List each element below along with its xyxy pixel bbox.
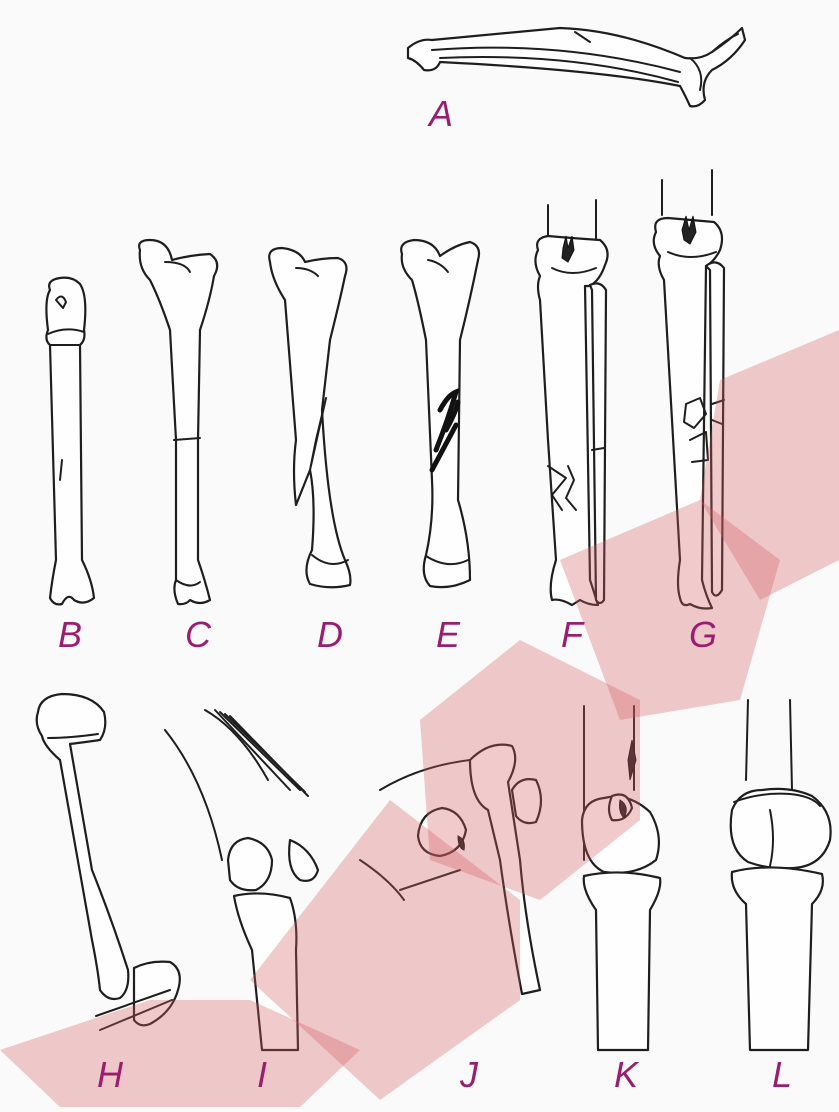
figure-l-knee bbox=[731, 700, 831, 1050]
label-j: J bbox=[439, 1057, 499, 1093]
figure-d-bone bbox=[269, 248, 350, 587]
label-l: L bbox=[752, 1057, 812, 1093]
figure-e-bone bbox=[401, 240, 479, 587]
figure-c-femur bbox=[139, 240, 217, 604]
label-i: I bbox=[232, 1057, 292, 1093]
label-d: D bbox=[300, 617, 360, 653]
label-a: A bbox=[411, 96, 471, 132]
figure-h-humerus bbox=[37, 694, 180, 1030]
figure-b-bone bbox=[46, 278, 94, 605]
label-b: B bbox=[40, 617, 100, 653]
figure-a-forearm bbox=[408, 28, 745, 106]
label-c: C bbox=[168, 617, 228, 653]
label-f: F bbox=[542, 617, 602, 653]
label-k: K bbox=[596, 1057, 656, 1093]
label-h: H bbox=[80, 1057, 140, 1093]
label-g: G bbox=[673, 617, 733, 653]
label-e: E bbox=[418, 617, 478, 653]
